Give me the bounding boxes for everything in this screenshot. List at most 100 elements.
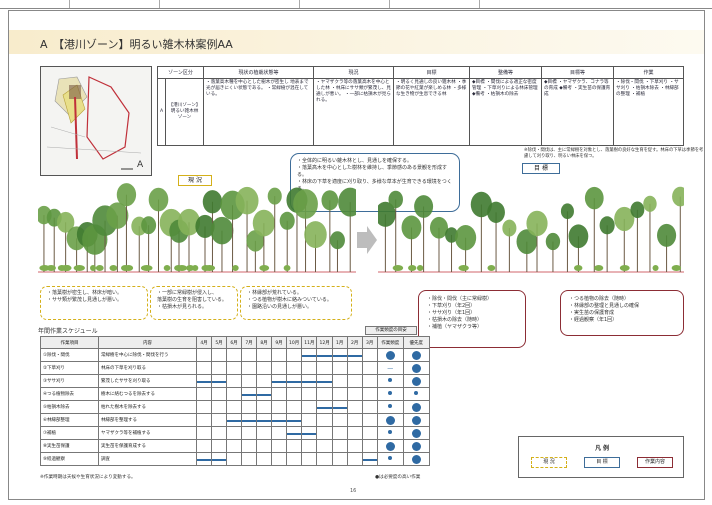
- month-cell: [196, 387, 212, 401]
- frequency-dot: [411, 363, 421, 373]
- schedule-item: ⑧実生苗保護: [40, 439, 99, 453]
- table-cell: ・明るく見通しの良い雑木林 ・季節の花や紅葉が楽しめる林 ・多様な生き物が生息で…: [393, 78, 471, 146]
- month-cell: [226, 374, 242, 388]
- tree-crown: [304, 221, 327, 249]
- tree-crown: [526, 210, 548, 237]
- schedule-row: ⑥林縁部整理林縁部を整理する: [40, 413, 430, 427]
- frequency-dot: [411, 441, 421, 451]
- work-line: ・ササ刈り（年1回）: [427, 310, 476, 316]
- month-cell: [226, 387, 242, 401]
- tree-crown: [614, 206, 635, 232]
- shrub: [46, 265, 56, 271]
- month-cell: [256, 426, 272, 440]
- tree-crown: [267, 187, 282, 205]
- schedule-row: ④つる植物除去樹木に絡むつるを除去する: [40, 387, 430, 401]
- frequency-cell: [376, 452, 404, 466]
- month-cell: [271, 439, 287, 453]
- month-cell: [361, 361, 378, 375]
- note-line: 落葉樹の生育を阻害している。: [157, 297, 227, 303]
- frequency-dot: [388, 430, 393, 435]
- month-cell: [256, 452, 272, 466]
- month-cell: [211, 452, 227, 466]
- tree-crown: [560, 203, 574, 220]
- frequency-dot: [411, 428, 421, 438]
- table-header: 現況: [313, 66, 395, 79]
- month-cell: [211, 348, 227, 362]
- tree-crown: [177, 208, 201, 236]
- work-content-box: ・つる植物の除去（随時） ・林縁部の整理と見通しの確保 ・実生苗の保護育成 ・経…: [560, 290, 684, 336]
- target-label: 目 標: [522, 163, 560, 174]
- tree-crown: [455, 225, 477, 251]
- table-header: 整備等: [469, 66, 543, 79]
- month-cell: [241, 426, 257, 440]
- schedule-header: 優先度: [402, 336, 430, 349]
- schedule-bar: [197, 459, 211, 461]
- tree-crown: [470, 191, 492, 218]
- schedule-content: 実生苗を保護育成する: [98, 439, 197, 453]
- month-cell: [285, 452, 303, 466]
- tree-crown: [141, 216, 157, 235]
- table-header: 目標等: [541, 66, 615, 79]
- frequency-dot: [388, 391, 393, 396]
- table-cell: ・ヤマザクラ等の落葉高木を中心とした林 ・林床にササ類が繁茂し、見通しが悪い。 …: [313, 78, 395, 146]
- schedule-bar: [287, 433, 301, 435]
- legend-item-current: 現 況: [531, 457, 567, 468]
- tree-crown: [672, 186, 684, 207]
- frequency-cell: [376, 439, 404, 453]
- tree-crown: [338, 187, 356, 217]
- tree-crown: [401, 215, 422, 240]
- month-cell: [346, 374, 363, 388]
- month-cell: [346, 426, 363, 440]
- frequency-dot: [411, 376, 421, 386]
- schedule-bar: [317, 407, 332, 409]
- schedule-header: 7月: [241, 336, 257, 349]
- month-cell: [316, 439, 333, 453]
- month-cell: [196, 426, 212, 440]
- legend-item-work: 作業内容: [637, 457, 673, 468]
- schedule-header: 3月: [361, 336, 378, 349]
- month-cell: [211, 426, 227, 440]
- tree-crown: [487, 201, 505, 223]
- month-cell: [285, 348, 303, 362]
- month-cell: [361, 348, 378, 362]
- shrub: [594, 265, 604, 271]
- shrub: [652, 265, 659, 271]
- schedule-header: 4月: [196, 336, 212, 349]
- month-cell: [211, 361, 227, 375]
- month-cell: [226, 426, 242, 440]
- transition-arrow-icon: [357, 226, 377, 254]
- month-cell: [211, 387, 227, 401]
- schedule-header: 1月: [331, 336, 348, 349]
- frequency-cell: [376, 426, 404, 440]
- month-cell: [285, 426, 303, 440]
- schedule-bar: [272, 420, 286, 422]
- month-cell: [196, 348, 212, 362]
- schedule-bar: [317, 381, 332, 383]
- frequency-dot: [388, 456, 393, 461]
- work-line: ・林縁部の整理と見通しの確保: [569, 303, 640, 309]
- shrub: [174, 265, 183, 271]
- page-number: 16: [350, 488, 357, 494]
- note-line: ・園路沿いの見通しが悪い。: [247, 304, 313, 310]
- month-cell: [226, 348, 242, 362]
- frequency-dot: [411, 402, 421, 412]
- header-strip: [0, 0, 712, 9]
- month-cell: [241, 439, 257, 453]
- tree-crown: [388, 190, 403, 209]
- table-cell: ◆目標 ・ヤマザクラ、コナラ等の育成 ◆備考 ・実生苗の保護育成: [541, 78, 615, 146]
- tree-crown: [657, 223, 677, 247]
- month-cell: [346, 439, 363, 453]
- month-cell: [301, 374, 318, 388]
- month-cell: [331, 361, 348, 375]
- current-label: 現 況: [178, 175, 212, 186]
- schedule-row: ⑦補植ヤマザクラ等を補植する: [40, 426, 430, 440]
- shrub: [619, 265, 630, 271]
- table-header: 作業: [613, 66, 685, 79]
- month-cell: [361, 426, 378, 440]
- schedule-item: ⑥林縁部整理: [40, 413, 99, 427]
- tree-crown: [148, 187, 169, 212]
- schedule-content: 樹木に絡むつるを除去する: [98, 387, 197, 401]
- tree-crown: [516, 229, 538, 255]
- schedule-item: ⑨経過観察: [40, 452, 99, 466]
